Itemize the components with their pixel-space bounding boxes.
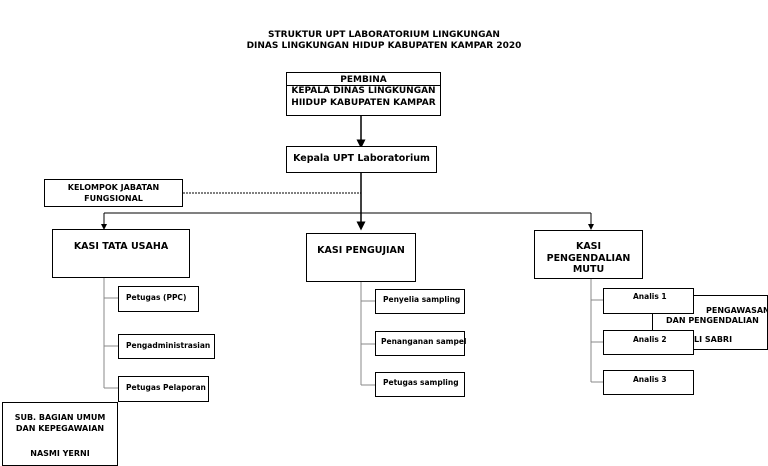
staff-penanganan-sampel: Penanganan sampel <box>375 331 467 356</box>
staff-petugas-sampling: Petugas sampling <box>375 372 465 397</box>
pengawasan-line1: PENGAWASAN <box>706 306 768 315</box>
kasi-tata-usaha-box: KASI TATA USAHA <box>52 229 190 278</box>
staff-label: Petugas (PPC) <box>126 293 187 302</box>
staff-petugas-ppc: Petugas (PPC) <box>118 286 199 312</box>
staff-analis-3: Analis 3 <box>603 370 694 395</box>
staff-label: Analis 1 <box>633 292 667 301</box>
kasi-pengujian-box: KASI PENGUJIAN <box>306 233 416 282</box>
sub-bagian-box: SUB. BAGIAN UMUM DAN KEPEGAWAIAN NASMI Y… <box>2 402 118 466</box>
kasi-pengujian-label: KASI PENGUJIAN <box>317 245 405 256</box>
staff-analis-2: Analis 2 <box>603 330 694 355</box>
staff-pengadministrasian: Pengadministrasian <box>118 334 215 359</box>
kasi-pm-line1: KASI <box>575 241 602 252</box>
pembina-divider <box>286 85 441 86</box>
kasi-pm-line2: PENGENDALIAN <box>546 253 631 264</box>
staff-penyelia-sampling: Penyelia sampling <box>375 289 465 314</box>
staff-label: Petugas sampling <box>383 378 459 387</box>
kepala-upt-label: Kepala UPT Laboratorium <box>293 153 430 164</box>
sub-bagian-name: NASMI YERNI <box>30 449 90 458</box>
pembina-line1: KEPALA DINAS LINGKUNGAN <box>291 86 436 96</box>
pembina-label: PEMBINA <box>340 75 387 85</box>
pembina-line2: HIIDUP KABUPATEN KAMPAR <box>291 98 436 108</box>
staff-label: Penanganan sampel <box>381 337 467 346</box>
sub-bagian-line1: SUB. BAGIAN UMUM <box>14 413 106 422</box>
sub-bagian-line2: DAN KEPEGAWAIAN <box>15 424 105 433</box>
kasi-tata-usaha-label: KASI TATA USAHA <box>73 241 169 252</box>
chart-title-line1: STRUKTUR UPT LABORATORIUM LINGKUNGAN <box>268 30 500 40</box>
pengawasan-line2: DAN PENGENDALIAN <box>666 316 759 325</box>
staff-label: Analis 3 <box>633 375 667 384</box>
staff-analis-1: Analis 1 <box>603 288 694 314</box>
jabatan-line1: KELOMPOK JABATAN <box>67 183 160 192</box>
jabatan-fungsional-box: KELOMPOK JABATAN FUNGSIONAL <box>44 179 183 207</box>
kasi-pm-line3: MUTU <box>572 264 605 275</box>
kasi-pengendalian-mutu-box: KASI PENGENDALIAN MUTU <box>534 230 643 279</box>
staff-label: Analis 2 <box>633 335 667 344</box>
staff-label: Petugas Pelaporan <box>126 383 206 392</box>
chart-title-line2: DINAS LINGKUNGAN HIDUP KABUPATEN KAMPAR … <box>246 41 522 51</box>
staff-label: Pengadministrasian <box>126 341 211 350</box>
jabatan-line2: FUNGSIONAL <box>84 194 143 203</box>
staff-petugas-pelaporan: Petugas Pelaporan <box>118 376 209 402</box>
pembina-box: PEMBINA KEPALA DINAS LINGKUNGAN HIIDUP K… <box>286 72 441 116</box>
staff-label: Penyelia sampling <box>383 295 461 304</box>
kepala-upt-box: Kepala UPT Laboratorium <box>286 146 437 173</box>
pengawasan-line3: LI SABRI <box>694 335 733 344</box>
